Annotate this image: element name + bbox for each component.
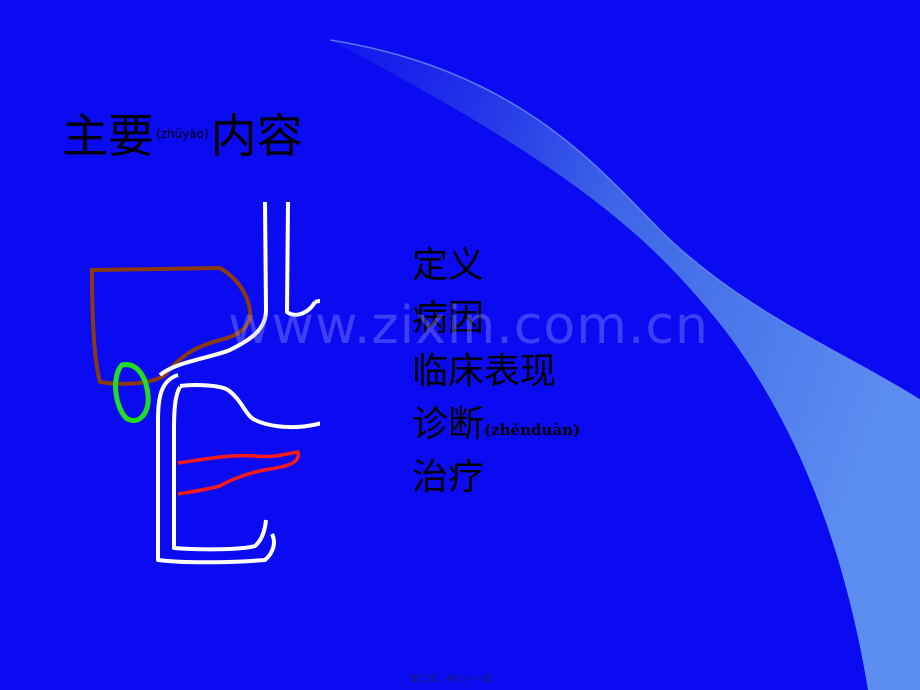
page-footer: 第二页，共七十一页。 — [410, 675, 501, 685]
outline-list: 定义 病因 临床表现 诊断(zhěnduàn) 治疗 — [412, 240, 580, 505]
liver-outline — [90, 266, 253, 386]
stomach-outline — [179, 298, 320, 430]
duodenum-inner — [172, 385, 268, 552]
outline-item-treatment: 治疗 — [412, 457, 485, 498]
pancreatic-duct — [177, 450, 300, 496]
duodenum-outer — [156, 373, 276, 565]
outline-item-definition: 定义 — [412, 245, 485, 286]
title-part2: 内容 — [210, 109, 303, 163]
watermark: www.zixin.com.cn — [228, 296, 709, 356]
outline-item-clinical: 临床表现 — [412, 351, 557, 392]
slide-title: 主要(zhǔyào)内容 — [62, 106, 312, 170]
title-ruby: (zhǔyào) — [156, 126, 209, 141]
gallbladder-outline — [113, 362, 151, 423]
outline-item-etiology: 病因 — [412, 298, 485, 339]
outline-item-diagnosis: 诊断(zhěnduàn) — [412, 404, 581, 445]
esophagus-right — [285, 201, 317, 317]
title-part1: 主要 — [62, 109, 154, 163]
esophagus-left — [158, 201, 268, 377]
stomach-diagram — [90, 201, 320, 565]
